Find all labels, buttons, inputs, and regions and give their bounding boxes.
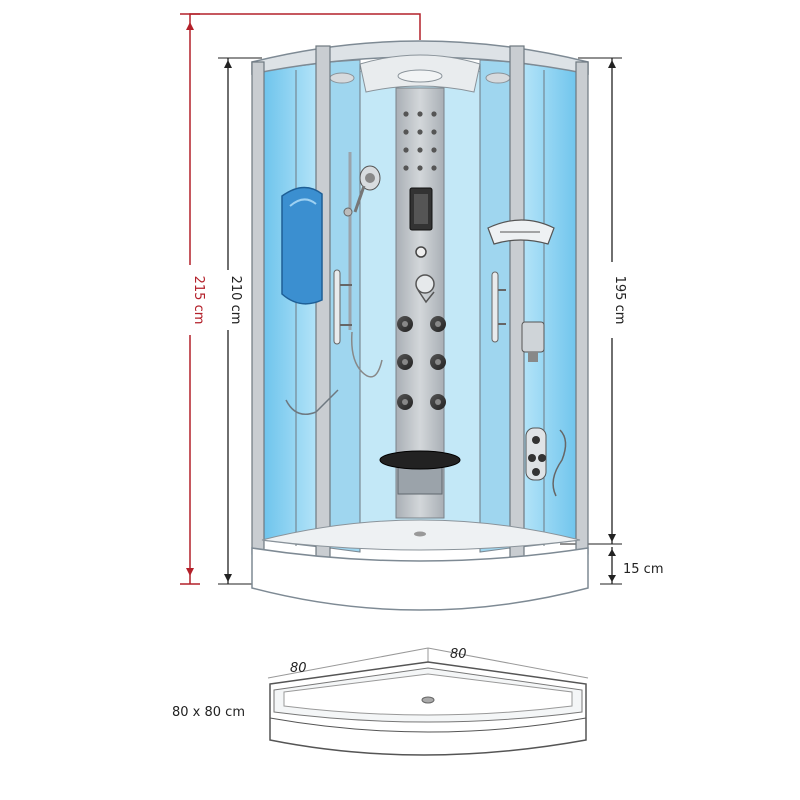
headrest-icon xyxy=(281,186,323,305)
selector-knob-icon xyxy=(415,246,427,258)
soap-dish-icon xyxy=(487,219,555,245)
total-height-label: 215 cm xyxy=(191,276,206,325)
tray-height-label: 15 cm xyxy=(623,562,664,577)
dispenser-icon xyxy=(521,321,545,362)
control-panel-column xyxy=(395,87,445,519)
side-jet-panel-icon xyxy=(525,427,567,497)
shower-tray-plan: 80 80 80 x 80 cm xyxy=(172,647,589,756)
frame-post-right-outer xyxy=(575,61,589,555)
massage-jet-icon xyxy=(397,316,446,410)
cabin-height-label: 210 cm xyxy=(228,276,243,325)
shower-tray xyxy=(251,547,589,611)
footprint-label: 80 x 80 cm xyxy=(172,705,245,720)
total-height-dimension: 215 cm xyxy=(180,13,421,585)
frame-post-right-inner xyxy=(509,45,525,559)
tray-height-dimension: 15 cm xyxy=(600,547,664,585)
door-height-dimension: 195 cm xyxy=(560,57,627,545)
tray-drain-icon xyxy=(421,696,435,704)
door-height-label: 195 cm xyxy=(612,276,627,325)
frame-post-left-outer xyxy=(251,61,265,555)
grab-bar-right xyxy=(491,271,506,343)
body-nozzles xyxy=(403,111,437,171)
tray-side-right-label: 80 xyxy=(450,647,467,662)
seat-icon xyxy=(379,450,461,495)
tray-side-left-label: 80 xyxy=(290,661,307,676)
ceiling-rain-shower-icon xyxy=(397,69,443,83)
grab-bar-left xyxy=(333,269,352,345)
mixer-tap-icon xyxy=(415,274,435,294)
ceiling-light-left-icon xyxy=(329,72,355,84)
ceiling-light-right-icon xyxy=(485,72,511,84)
drain-icon xyxy=(414,531,426,537)
shower-head-icon xyxy=(343,152,383,378)
shower-cabin xyxy=(251,40,589,611)
